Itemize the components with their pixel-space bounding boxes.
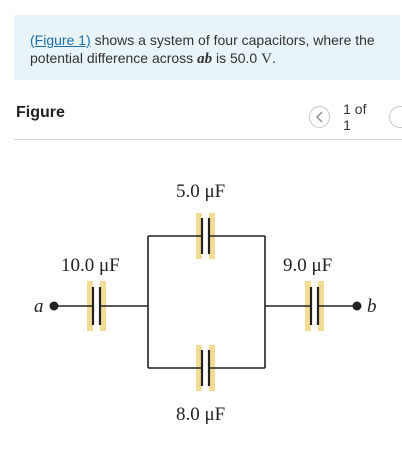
var-ab: ab xyxy=(197,51,213,67)
label-c-right: 9.0 μF xyxy=(283,255,332,276)
figure-pager: 1 of 1 xyxy=(309,101,402,133)
label-c-bottom: 8.0 μF xyxy=(176,404,225,425)
plate-highlights xyxy=(87,213,324,391)
problem-text-1: shows a system of four capacitors, where… xyxy=(30,32,375,66)
problem-text-2: is 50.0 xyxy=(212,50,262,66)
label-terminal-a: a xyxy=(34,296,44,317)
capacitor-plates xyxy=(91,218,320,386)
unit-volts: V xyxy=(261,51,272,67)
figure-link[interactable]: (Figure 1) xyxy=(30,32,91,48)
label-c-left: 10.0 μF xyxy=(61,255,120,276)
prev-figure-button[interactable] xyxy=(309,106,331,128)
pager-count: 1 of 1 xyxy=(343,101,367,133)
label-c-top: 5.0 μF xyxy=(176,181,225,202)
label-terminal-b: b xyxy=(367,296,377,317)
terminal-a-dot xyxy=(49,301,59,311)
problem-text-3: . xyxy=(271,50,276,66)
wires xyxy=(54,235,357,369)
problem-statement: (Figure 1) shows a system of four capaci… xyxy=(14,15,400,80)
figure-title: Figure xyxy=(16,104,65,121)
divider xyxy=(14,139,402,140)
chevron-left-icon xyxy=(315,111,323,123)
terminal-b-dot xyxy=(352,301,362,311)
